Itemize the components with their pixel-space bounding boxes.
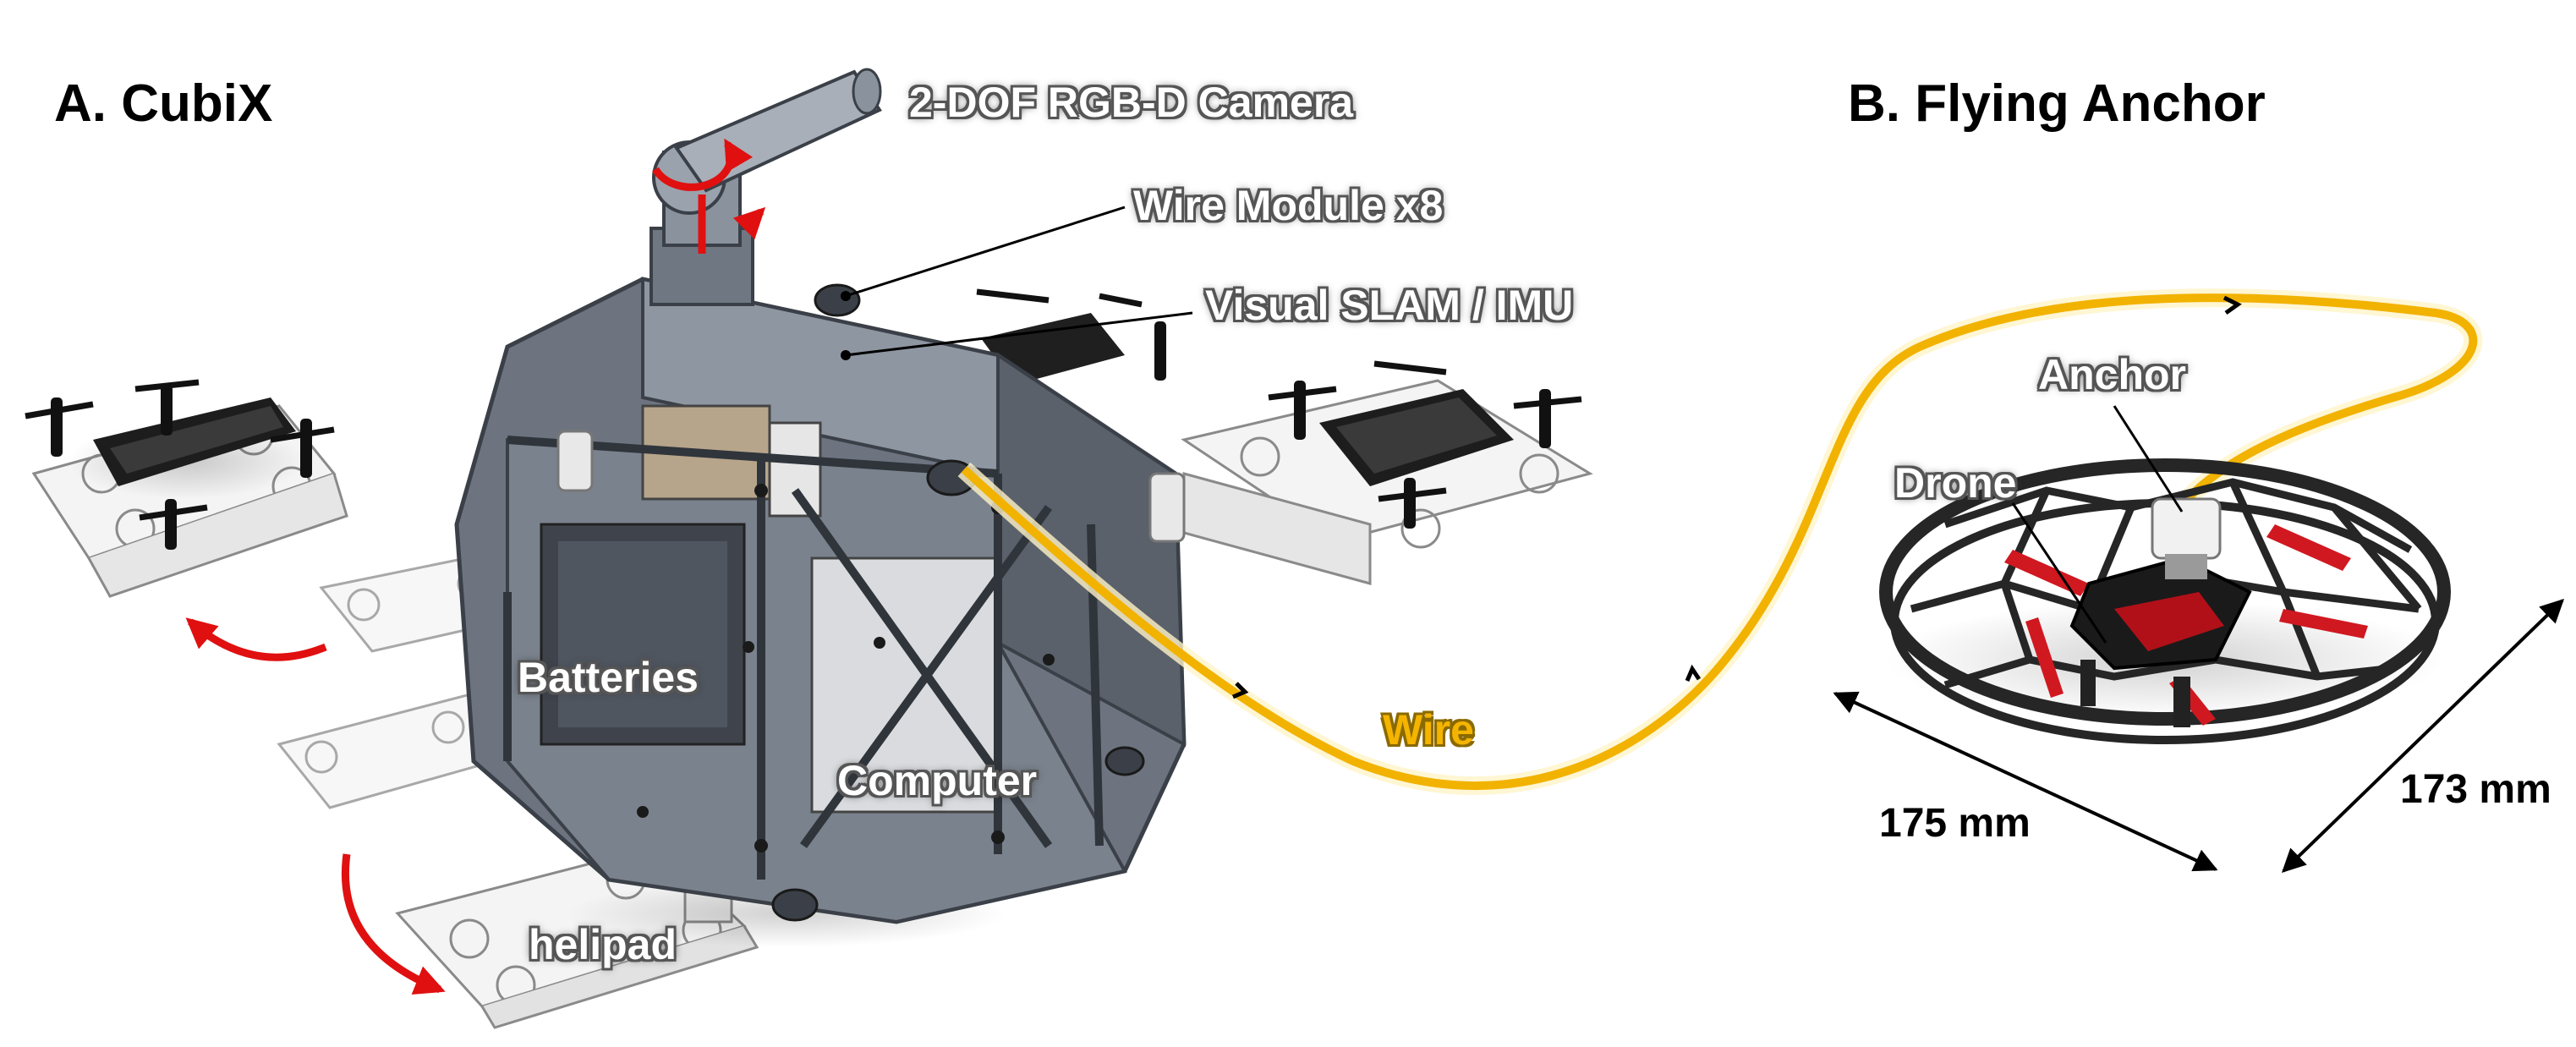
anchor-leaders: [2011, 405, 2184, 644]
dimension-arrows: [1833, 599, 2565, 873]
drone-left: [25, 379, 335, 550]
label-wire: Wire: [1383, 706, 1474, 754]
label-drone: Drone: [1894, 459, 2017, 507]
label-computer: Computer: [837, 757, 1038, 804]
label-depth: 173 mm: [2400, 767, 2551, 812]
label-batteries: Batteries: [518, 654, 699, 701]
camera-rotation-arrows: [652, 138, 766, 254]
panel-a-title: A. CubiX: [54, 74, 273, 133]
leader-dot-wire-module: [841, 291, 851, 301]
leader-dot-slam: [841, 350, 851, 360]
panel-b-title: B. Flying Anchor: [1848, 74, 2266, 133]
wire-cable: [957, 288, 2483, 796]
helipad-fold-arrows: [185, 617, 446, 995]
callout-leaders: [845, 206, 1193, 357]
label-helipad: helipad: [529, 921, 677, 968]
label-anchor: Anchor: [2038, 351, 2186, 398]
cubix-body: [454, 277, 1187, 947]
label-wire-module: Wire Module x8: [1133, 182, 1444, 229]
label-slam: Visual SLAM / IMU: [1205, 282, 1574, 329]
label-width: 175 mm: [1879, 801, 2031, 846]
drone-right: [1268, 360, 1582, 529]
label-camera: 2-DOF RGB-D Camera: [909, 79, 1354, 126]
